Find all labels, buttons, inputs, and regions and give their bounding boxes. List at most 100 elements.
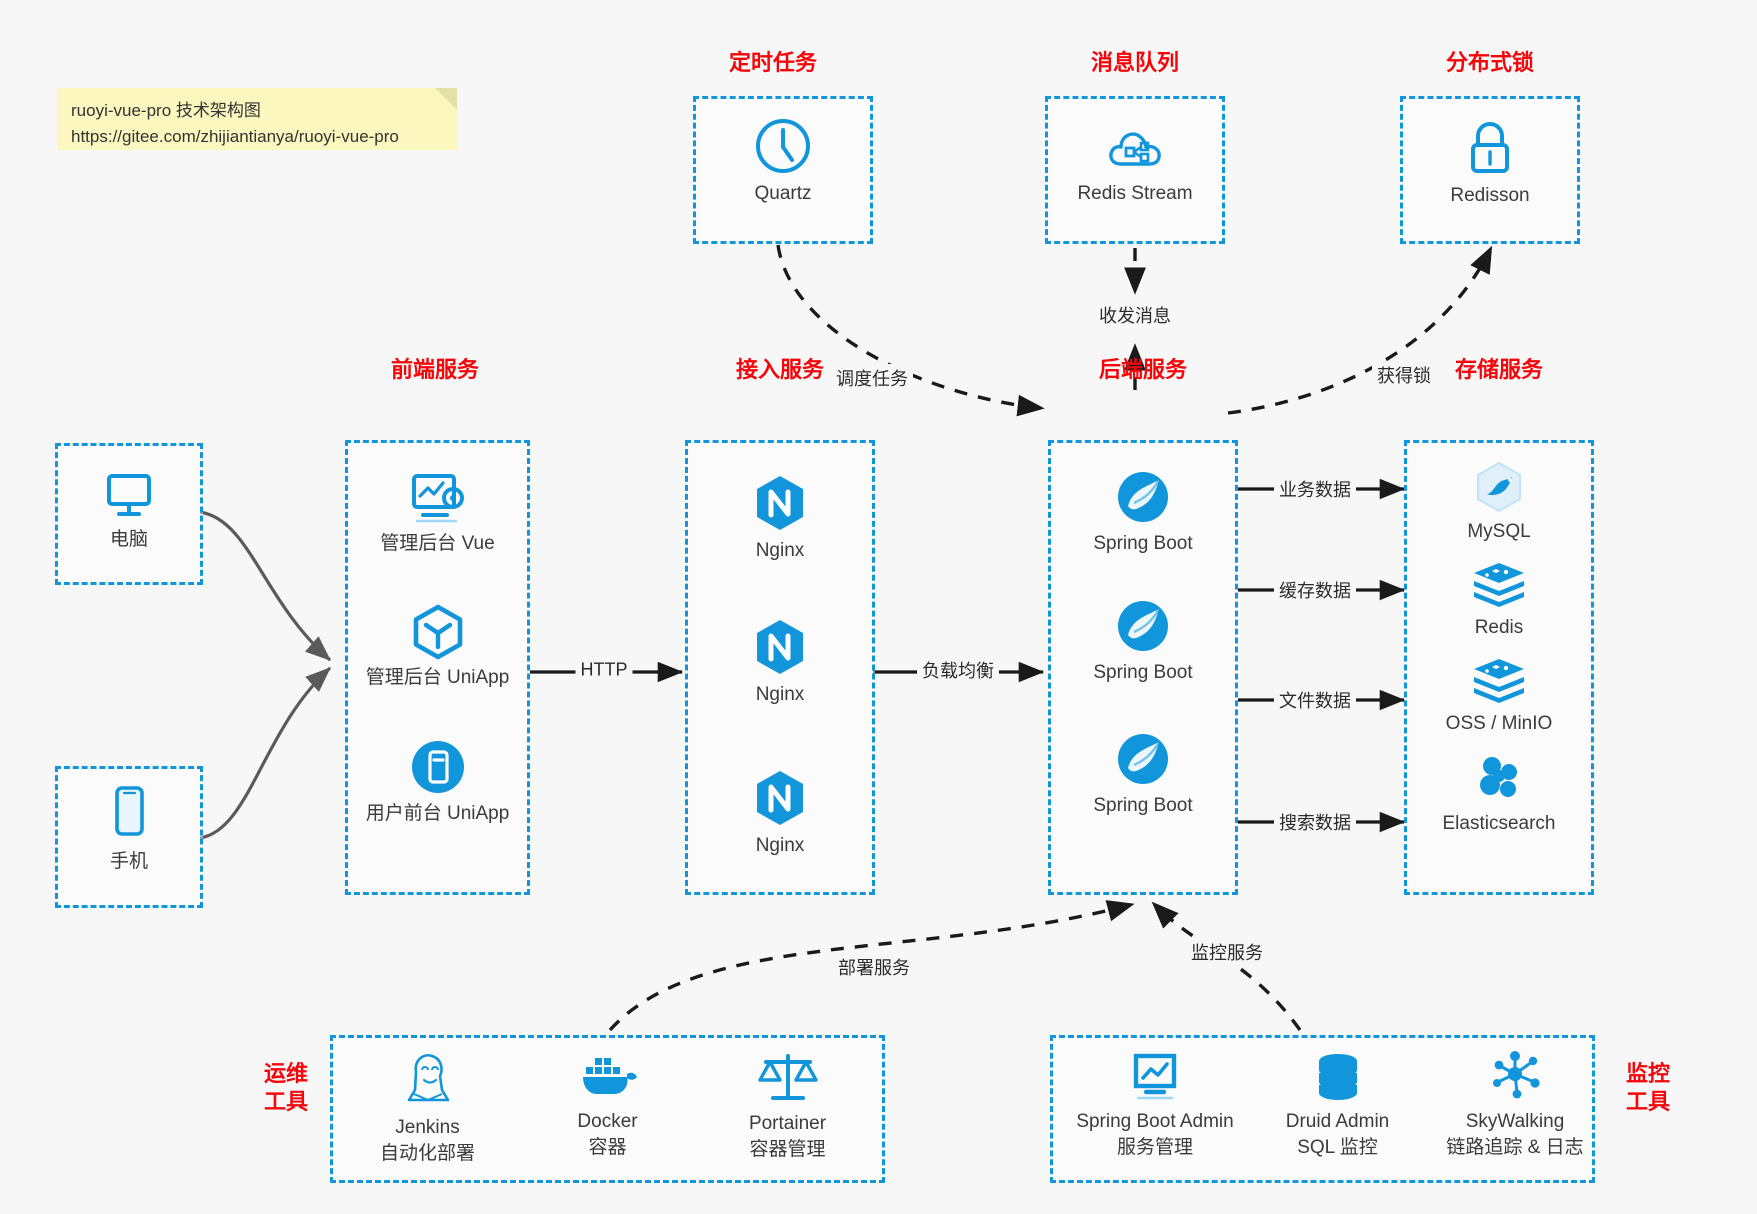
node-label: Docker [577, 1111, 638, 1132]
node-label: Redis Stream [1077, 183, 1193, 204]
node-springboot-1[interactable]: Spring Boot [1048, 468, 1238, 557]
nginx-icon [757, 620, 803, 674]
node-quartz[interactable]: Quartz [693, 116, 873, 207]
node-docker[interactable]: Docker 容器 [520, 1048, 695, 1160]
group-message-queue [1045, 96, 1225, 244]
edge-label-business-data: 业务数据 [1274, 475, 1356, 503]
edge-label-monitor-service: 监控服务 [1186, 938, 1268, 966]
group-title-backend: 后端服务 [1098, 357, 1187, 382]
node-label: 电脑 [109, 529, 148, 550]
node-label: Redis [1474, 617, 1524, 638]
node-sublabel: 链路追踪 & 日志 [1446, 1136, 1584, 1158]
node-elasticsearch[interactable]: Elasticsearch [1404, 752, 1594, 837]
jenkins-icon [407, 1054, 449, 1102]
node-admin-uniapp[interactable]: 管理后台 UniApp [345, 602, 530, 691]
edge-label-load-balance: 负载均衡 [917, 656, 999, 684]
edge-label-schedule-task: 调度任务 [831, 364, 913, 392]
node-user-uniapp[interactable]: 用户前台 UniApp [345, 738, 530, 827]
edge-label-cache-data: 缓存数据 [1274, 576, 1356, 604]
mobile-icon [115, 786, 144, 836]
mysql-icon [1477, 461, 1521, 513]
node-label: Nginx [755, 835, 805, 856]
node-nginx-1[interactable]: Nginx [685, 473, 875, 564]
cube-icon [413, 604, 462, 660]
node-label: Nginx [755, 684, 805, 705]
node-label: 手机 [109, 851, 148, 872]
group-title-devops-line-2: 工具 [263, 1089, 308, 1115]
group-title-monitor-line-2: 工具 [1625, 1089, 1670, 1115]
spring-icon [1118, 472, 1168, 522]
dashboard-icon [411, 474, 464, 523]
edge-label-deploy-service: 部署服务 [833, 953, 915, 981]
node-springboot-3[interactable]: Spring Boot [1048, 730, 1238, 819]
spring-icon [1118, 734, 1168, 784]
node-label: 管理后台 UniApp [365, 667, 510, 688]
nginx-icon [757, 771, 803, 825]
note-line-2: https://gitee.com/zhijiantianya/ruoyi-vu… [71, 127, 399, 147]
node-label: Nginx [755, 540, 805, 561]
node-nginx-3[interactable]: Nginx [685, 768, 875, 859]
node-admin-vue[interactable]: 管理后台 Vue [345, 468, 530, 557]
node-phone[interactable]: 手机 [55, 782, 203, 875]
network-node-icon [1493, 1051, 1540, 1099]
node-redis[interactable]: Redis [1404, 560, 1594, 641]
node-label: 管理后台 Vue [380, 533, 495, 554]
node-pc[interactable]: 电脑 [55, 466, 203, 553]
app-icon [411, 741, 464, 793]
node-sublabel: SQL 监控 [1297, 1136, 1378, 1158]
group-title-gateway: 接入服务 [735, 357, 824, 382]
spring-icon [1118, 601, 1168, 651]
desktop-icon [107, 474, 151, 516]
node-redisson[interactable]: Redisson [1400, 118, 1580, 209]
node-oss-minio[interactable]: OSS / MinIO [1404, 656, 1594, 737]
node-label: Redisson [1450, 185, 1530, 206]
note-line-1: ruoyi-vue-pro 技术架构图 [71, 101, 261, 120]
group-monitor [1050, 1035, 1595, 1183]
node-nginx-2[interactable]: Nginx [685, 617, 875, 708]
node-skywalking[interactable]: SkyWalking 链路追踪 & 日志 [1420, 1048, 1610, 1160]
note-fold-corner [435, 88, 457, 110]
edge-label-file-data: 文件数据 [1274, 686, 1356, 714]
monitor-chart-icon [1133, 1053, 1177, 1100]
edge-label-send-receive-msg: 收发消息 [1094, 301, 1176, 329]
node-redis-stream[interactable]: Redis Stream [1045, 120, 1225, 207]
lock-icon [1471, 122, 1509, 173]
group-title-devops: 运维 工具 [248, 1060, 324, 1116]
node-label: Spring Boot Admin [1076, 1111, 1234, 1132]
group-title-monitor-line-1: 监控 [1625, 1061, 1670, 1086]
node-label: OSS / MinIO [1445, 713, 1553, 734]
redis-icon [1474, 659, 1524, 703]
node-label: Druid Admin [1285, 1111, 1390, 1132]
node-label: Spring Boot [1093, 662, 1193, 683]
node-label: Spring Boot [1093, 533, 1193, 554]
node-sublabel: 容器管理 [749, 1138, 826, 1160]
group-title-devops-line-1: 运维 [263, 1061, 308, 1086]
node-jenkins[interactable]: Jenkins 自动化部署 [340, 1048, 515, 1166]
cloud-stream-icon [1109, 132, 1161, 166]
elasticsearch-icon [1480, 757, 1517, 797]
database-icon [1318, 1054, 1357, 1100]
edge-label-acquire-lock: 获得锁 [1372, 361, 1436, 389]
group-title-monitor: 监控 工具 [1610, 1060, 1686, 1116]
edge-label-search-data: 搜索数据 [1274, 808, 1356, 836]
node-label: SkyWalking [1465, 1111, 1565, 1132]
node-springboot-2[interactable]: Spring Boot [1048, 597, 1238, 686]
node-label: Spring Boot [1093, 795, 1193, 816]
node-sublabel: 自动化部署 [379, 1142, 475, 1164]
node-mysql[interactable]: MySQL [1404, 460, 1594, 545]
node-label: MySQL [1467, 521, 1531, 542]
group-title-frontend: 前端服务 [390, 357, 479, 382]
node-sublabel: 容器 [588, 1136, 627, 1158]
node-label: Quartz [754, 183, 812, 204]
redis-icon [1474, 563, 1524, 607]
edge-label-http: HTTP [575, 658, 633, 682]
node-druid-admin[interactable]: Druid Admin SQL 监控 [1250, 1048, 1425, 1160]
node-portainer[interactable]: Portainer 容器管理 [700, 1048, 875, 1162]
node-label: Elasticsearch [1442, 813, 1556, 834]
group-title-scheduled-task: 定时任务 [728, 50, 817, 75]
group-title-storage: 存储服务 [1454, 357, 1543, 382]
group-title-distributed-lock: 分布式锁 [1445, 50, 1534, 75]
node-spring-boot-admin[interactable]: Spring Boot Admin 服务管理 [1060, 1048, 1250, 1160]
node-label: Jenkins [395, 1117, 460, 1138]
